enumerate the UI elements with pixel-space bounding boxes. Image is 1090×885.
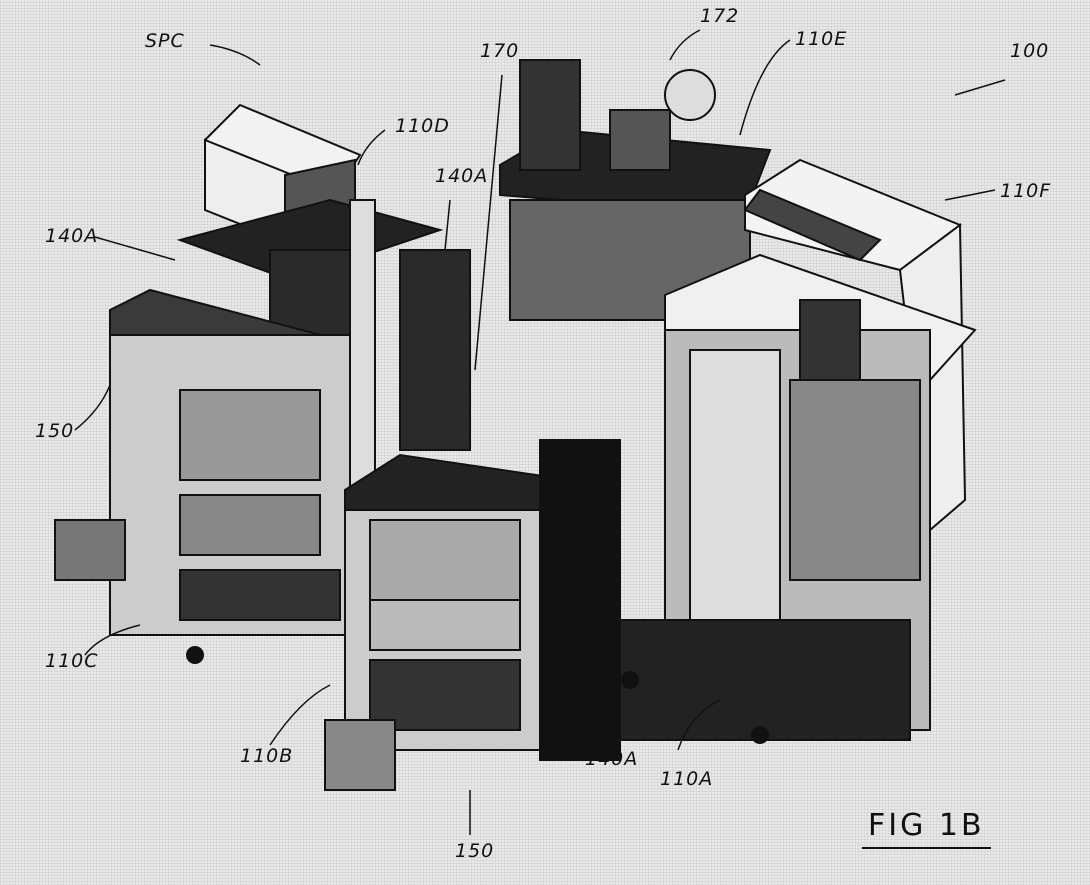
label-110d: 110D bbox=[395, 115, 450, 137]
label-110e: 110E bbox=[795, 28, 848, 50]
label-110a: 110A bbox=[660, 768, 714, 790]
cart-110b bbox=[324, 439, 621, 791]
label-140a-bottom: 140A bbox=[585, 748, 639, 770]
label-172: 172 bbox=[700, 5, 740, 27]
label-150-left: 150 bbox=[35, 420, 75, 442]
leader-lines bbox=[74, 29, 1006, 835]
label-170: 170 bbox=[480, 40, 520, 62]
label-110f: 110F bbox=[1000, 180, 1052, 202]
label-110b: 110B bbox=[240, 745, 294, 767]
cart-110c bbox=[54, 288, 351, 664]
label-140a-left: 140A bbox=[45, 225, 99, 247]
cart-110a bbox=[619, 253, 977, 744]
label-100: 100 bbox=[1010, 40, 1050, 62]
label-150-bottom: 150 bbox=[455, 840, 495, 862]
label-spc: SPC bbox=[145, 30, 185, 52]
label-140a-mid: 140A bbox=[435, 165, 489, 187]
label-110c: 110C bbox=[45, 650, 99, 672]
figure-label: FIG 1B bbox=[862, 808, 991, 849]
